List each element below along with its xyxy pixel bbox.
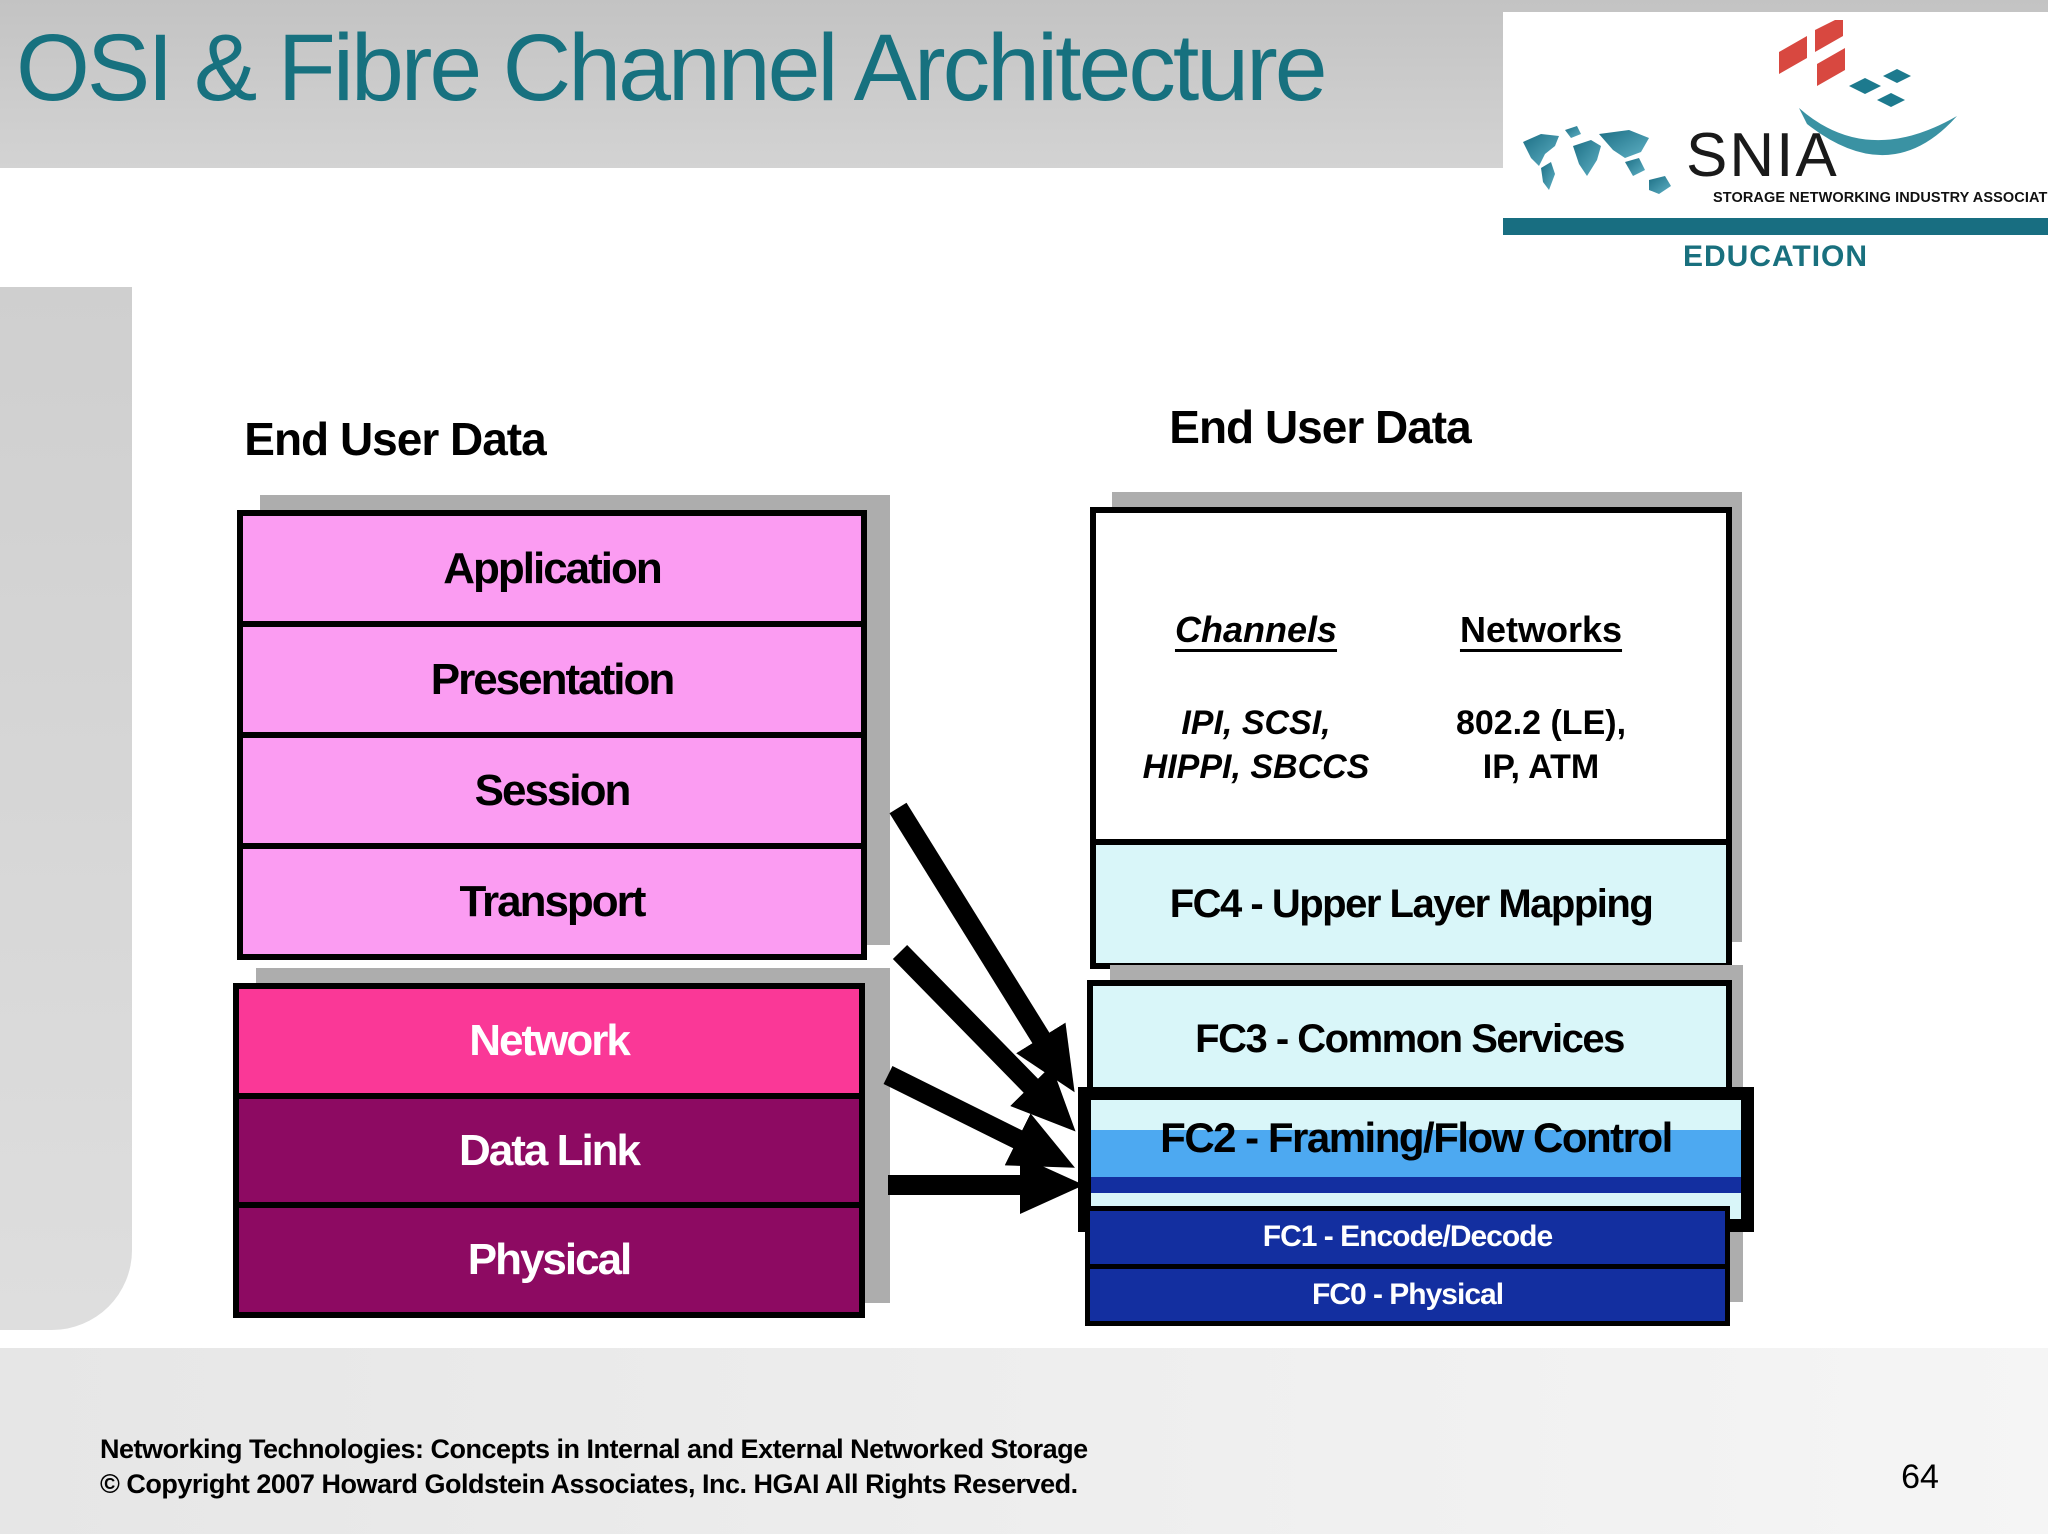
osi-layer-session: Session xyxy=(243,738,861,849)
osi-layer-network: Network xyxy=(239,989,859,1099)
channels-items: IPI, SCSI, HIPPI, SBCCS xyxy=(1142,704,1370,786)
page-title: OSI & Fibre Channel Architecture xyxy=(16,15,1328,121)
footer-band xyxy=(0,1348,2048,1534)
fc2-cyan-strip xyxy=(1091,1100,1741,1130)
fc-lowest-box: FC1 - Encode/Decode FC0 - Physical xyxy=(1085,1206,1730,1326)
osi-layer-transport: Transport xyxy=(243,849,861,954)
networks-items: 802.2 (LE), IP, ATM xyxy=(1455,704,1627,786)
fc-layer-fc4: FC4 - Upper Layer Mapping xyxy=(1096,845,1726,963)
snia-logo: SNIA STORAGE NETWORKING INDUSTRY ASSOCIA… xyxy=(1503,12,2048,237)
channels-title: Channels xyxy=(1174,609,1338,650)
education-label: EDUCATION xyxy=(1682,240,1869,273)
snia-logo-mark-icon xyxy=(1779,20,1957,156)
osi-header: End User Data xyxy=(244,413,546,465)
fc-layer-fc2-label: FC2 - Framing/Flow Control xyxy=(1160,1114,1673,1161)
footer-text: Networking Technologies: Concepts in Int… xyxy=(100,1432,1088,1502)
networks-title: Networks xyxy=(1459,609,1623,650)
footer-line-2: © Copyright 2007 Howard Goldstein Associ… xyxy=(100,1469,1078,1499)
fc-layer-fc0: FC0 - Physical xyxy=(1090,1268,1725,1321)
osi-layer-physical: Physical xyxy=(239,1208,859,1313)
fc-layer-fc1: FC1 - Encode/Decode xyxy=(1090,1211,1725,1269)
snia-teal-bar xyxy=(1503,218,2048,235)
page-number: 64 xyxy=(1901,1458,1939,1496)
fc-upper-box: Channels Networks IPI, SCSI, HIPPI, SBCC… xyxy=(1090,507,1732,969)
snia-tagline: STORAGE NETWORKING INDUSTRY ASSOCIATION xyxy=(1713,190,2048,206)
osi-layer-presentation: Presentation xyxy=(243,627,861,738)
snia-wordmark: SNIA xyxy=(1686,121,1839,190)
fc-header: End User Data xyxy=(1169,401,1471,453)
osi-layer-application: Application xyxy=(243,516,861,627)
osi-upper-stack: Application Presentation Session Transpo… xyxy=(237,510,867,960)
fc2-navy-strip xyxy=(1091,1177,1741,1193)
fc-upper-mappings: Channels Networks IPI, SCSI, HIPPI, SBCC… xyxy=(1096,513,1726,845)
footer-line-1: Networking Technologies: Concepts in Int… xyxy=(100,1434,1088,1464)
arrow-session-to-fc2 xyxy=(892,945,1076,1132)
fc-layer-fc3: FC3 - Common Services xyxy=(1087,980,1732,1099)
fc2-sky-strip xyxy=(1091,1130,1741,1177)
arrow-transport-to-fc2 xyxy=(889,802,1075,1093)
osi-lower-stack: Network Data Link Physical xyxy=(233,983,865,1318)
osi-layer-datalink: Data Link xyxy=(239,1098,859,1209)
left-template-strip xyxy=(0,287,132,1330)
world-map-icon xyxy=(1523,126,1671,194)
arrow-network-to-fc2 xyxy=(883,1066,1075,1168)
